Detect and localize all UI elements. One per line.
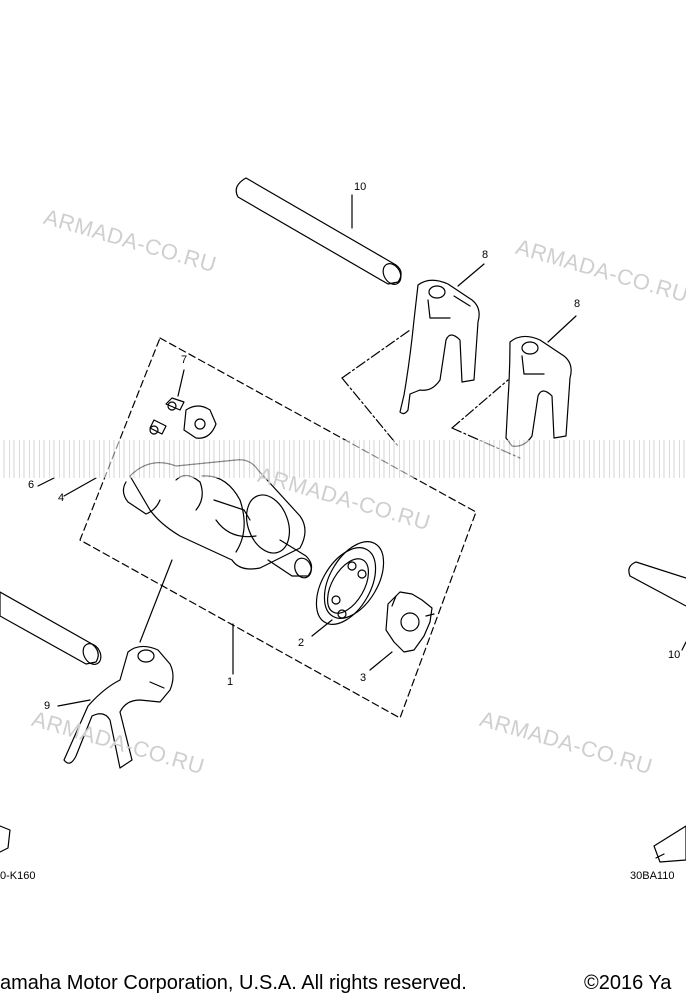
shift-rod-top: [235, 177, 402, 285]
diagram-code-right: 30BA110: [630, 870, 675, 882]
fwd-mark-left: [0, 825, 11, 853]
callout-4: 4: [58, 492, 65, 504]
segment-plate: [183, 405, 217, 439]
callout-8: 8: [574, 298, 581, 310]
callout-10: 10: [668, 649, 681, 661]
callout-6: 6: [28, 479, 35, 491]
bearing-2: [315, 541, 385, 625]
leader-8-upper: [457, 263, 485, 287]
callout-7: 7: [181, 354, 188, 366]
screw-7: [149, 397, 185, 435]
leader-8-right: [547, 315, 577, 343]
callout-8: 8: [482, 249, 489, 261]
leader-3: [369, 651, 393, 671]
footer-copyright: amaha Motor Corporation, U.S.A. All righ…: [0, 972, 467, 994]
shift-drum: [122, 459, 313, 579]
callout-10: 10: [354, 181, 367, 193]
callout-9: 9: [44, 700, 51, 712]
leader-10-right: [681, 641, 686, 651]
shift-rod-left: [0, 591, 102, 665]
scan-artifact-band: [0, 440, 686, 478]
leader-6: [37, 477, 55, 487]
shift-fork-lower: [63, 645, 174, 769]
shift-fork-upper: [399, 279, 480, 415]
leader-2: [311, 619, 333, 637]
leader-to-fork-9: [139, 559, 173, 643]
diagram-code-left: 0-K160: [0, 870, 36, 882]
footer-year: ©2016 Ya: [584, 972, 672, 994]
callout-3: 3: [360, 672, 367, 684]
callout-2: 2: [298, 637, 305, 649]
retainer-3: [385, 591, 435, 653]
leader-9: [57, 699, 91, 707]
shift-rod-right: [628, 561, 686, 607]
fwd-mark-right: [653, 825, 686, 863]
callout-1: 1: [227, 676, 234, 688]
shift-fork-right: [505, 335, 572, 447]
leader-4: [63, 477, 97, 497]
leader-7: [177, 369, 185, 397]
